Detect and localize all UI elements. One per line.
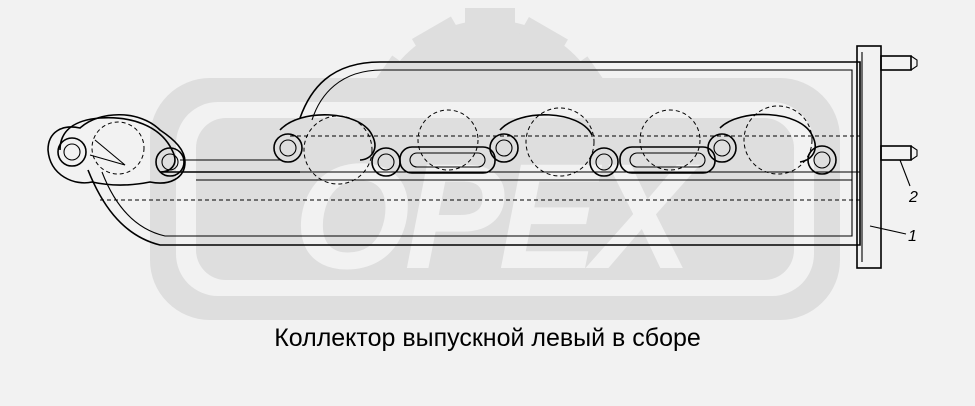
- bolt-holes: [57, 133, 837, 177]
- callout-2: 2: [899, 159, 918, 206]
- diagram-caption: Коллектор выпускной левый в сборе: [274, 324, 701, 352]
- watermark-text: OPEX: [294, 132, 701, 300]
- callout-label-2: 2: [908, 189, 918, 206]
- callout-1: 1: [869, 225, 917, 245]
- callout-label-1: 1: [908, 228, 917, 245]
- manifold-body: [47, 45, 918, 269]
- studs: [880, 55, 918, 161]
